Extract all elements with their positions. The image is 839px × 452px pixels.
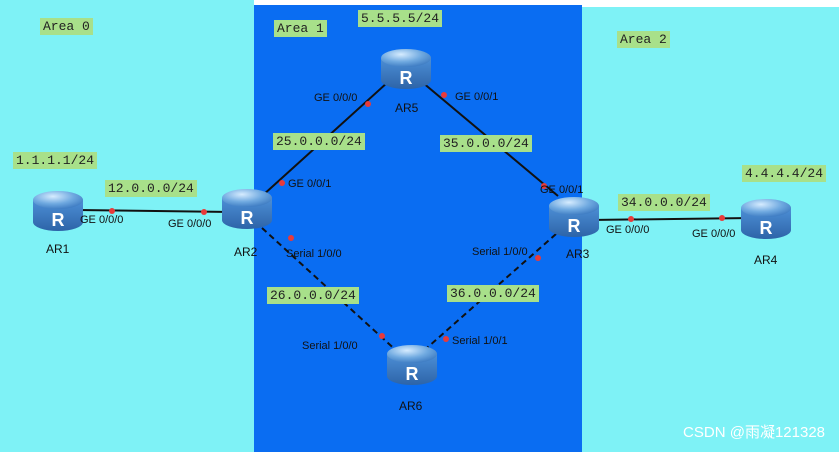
- router-ar5-name: AR5: [395, 101, 419, 115]
- link-ar1-ar2: [77, 209, 233, 213]
- router-ar3-name: AR3: [566, 247, 590, 261]
- port-dot: [379, 333, 385, 339]
- port-dot: [365, 101, 371, 107]
- loopback-ar1: 1.1.1.1/24: [13, 152, 98, 169]
- if-ar2-s100: Serial 1/0/0: [286, 248, 342, 260]
- port-dot: [719, 215, 725, 221]
- svg-text:R: R: [760, 218, 773, 238]
- port-dot: [201, 209, 207, 215]
- router-ar1-name: AR1: [46, 242, 70, 256]
- port-dot: [109, 208, 115, 214]
- area-0-label: Area 0: [40, 18, 93, 35]
- if-ar2-ge001: GE 0/0/1: [288, 178, 332, 190]
- port-dot: [443, 336, 449, 342]
- if-ar6-s100: Serial 1/0/0: [302, 340, 358, 352]
- if-ar2-ge000: GE 0/0/0: [168, 218, 212, 230]
- router-ar2-name: AR2: [234, 245, 258, 259]
- link-ar3-ar4: [589, 217, 753, 221]
- svg-text:R: R: [406, 364, 419, 384]
- if-ar3-ge000: GE 0/0/0: [606, 224, 650, 236]
- if-ar5-ge001: GE 0/0/1: [455, 91, 499, 103]
- port-dot: [535, 255, 541, 261]
- if-ar3-ge001: GE 0/0/1: [540, 184, 584, 196]
- svg-text:R: R: [568, 216, 581, 236]
- port-dot: [288, 235, 294, 241]
- router-ar4-icon: R: [741, 199, 791, 239]
- router-ar4-name: AR4: [754, 253, 778, 267]
- port-dot: [279, 180, 285, 186]
- subnet-12: 12.0.0.0/24: [105, 180, 197, 197]
- svg-text:R: R: [241, 208, 254, 228]
- subnet-26: 26.0.0.0/24: [267, 287, 359, 304]
- watermark: CSDN @雨凝121328: [683, 424, 825, 441]
- router-ar5-icon: R: [381, 49, 431, 89]
- router-ar3-icon: R: [549, 197, 599, 237]
- area-2-region: [582, 7, 839, 452]
- area-2-label: Area 2: [617, 31, 670, 48]
- router-ar2-icon: R: [222, 189, 272, 229]
- subnet-25: 25.0.0.0/24: [273, 133, 365, 150]
- svg-text:R: R: [52, 210, 65, 230]
- if-ar4-ge000: GE 0/0/0: [692, 228, 736, 240]
- router-ar6-name: AR6: [399, 399, 423, 413]
- if-ar6-s101: Serial 1/0/1: [452, 335, 508, 347]
- router-ar6-icon: R: [387, 345, 437, 385]
- area-1-label: Area 1: [274, 20, 327, 37]
- port-dot: [541, 183, 547, 189]
- subnet-36: 36.0.0.0/24: [447, 285, 539, 302]
- router-ar1-icon: R: [33, 191, 83, 231]
- subnet-34: 34.0.0.0/24: [618, 194, 710, 211]
- subnet-35: 35.0.0.0/24: [440, 135, 532, 152]
- port-dot: [441, 92, 447, 98]
- if-ar1-ge000: GE 0/0/0: [80, 214, 124, 226]
- if-ar3-s100: Serial 1/0/0: [472, 246, 528, 258]
- loopback-ar5: 5.5.5.5/24: [358, 10, 443, 27]
- svg-text:R: R: [400, 68, 413, 88]
- port-dot: [628, 216, 634, 222]
- loopback-ar4: 4.4.4.4/24: [742, 165, 827, 182]
- if-ar5-ge000: GE 0/0/0: [314, 92, 358, 104]
